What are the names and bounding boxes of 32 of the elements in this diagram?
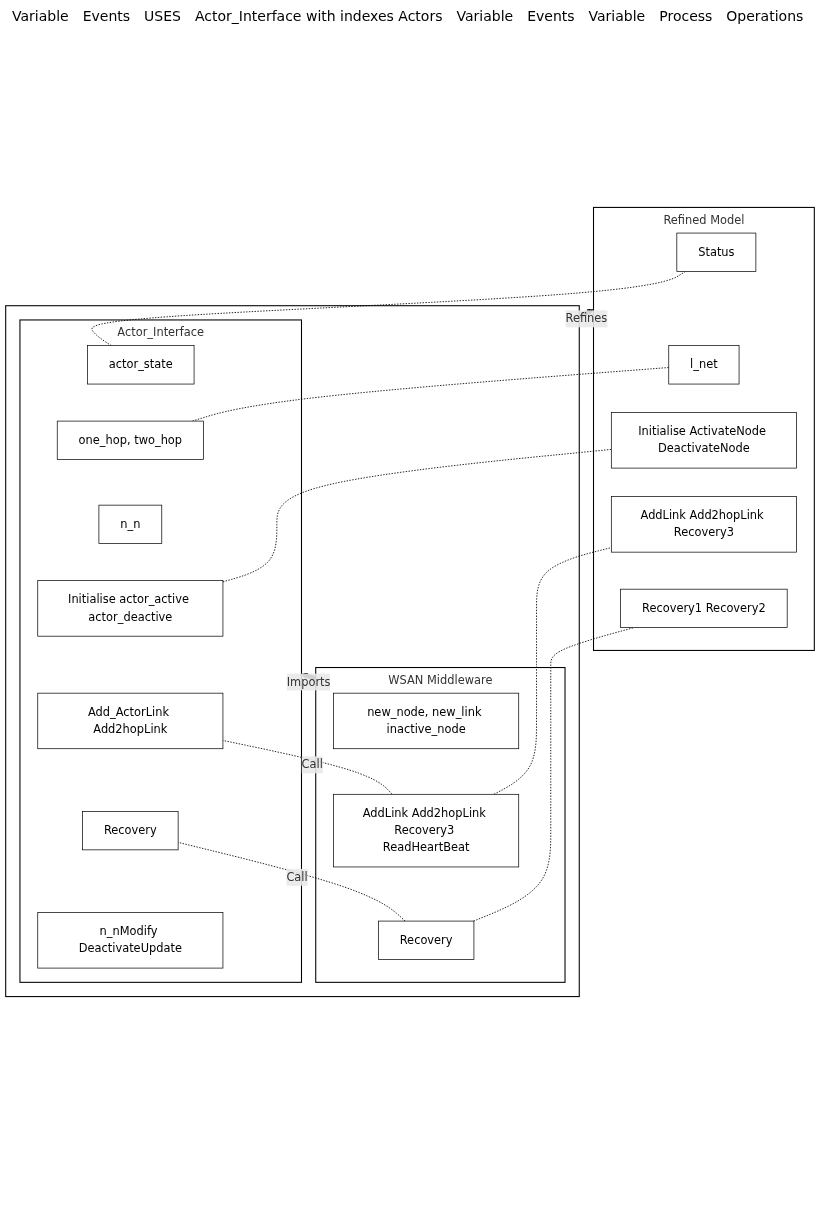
- section-heading: Variable: [12, 8, 69, 24]
- section-heading: Events: [82, 8, 131, 24]
- connector: [222, 739, 393, 795]
- node-box: l_net: [668, 345, 740, 385]
- section-heading: Process: [659, 8, 713, 24]
- node-box: new_node, new_link inactive_node: [333, 692, 520, 750]
- section-heading: USES: [144, 8, 181, 24]
- node-box: AddLink Add2hopLink Recovery3 ReadHeartBeat: [333, 793, 520, 868]
- section-heading: Events: [527, 8, 575, 24]
- edge-label: Refines: [565, 311, 608, 326]
- node-box: Recovery1 Recovery2: [620, 588, 788, 628]
- node-box: one_hop, two_hop: [56, 420, 204, 460]
- node-box: n_n: [98, 504, 163, 544]
- node-box: actor_state: [87, 345, 195, 385]
- section-heading: Actor_Interface with indexes Actors: [194, 8, 443, 24]
- node-box: n_nModify DeactivateUpdate: [37, 912, 224, 969]
- section-heading: Operations: [726, 8, 804, 24]
- node-box: Initialise actor_active actor_deactive: [37, 580, 224, 637]
- section-heading: Variable: [588, 8, 646, 24]
- node-box: AddLink Add2hopLink Recovery3: [610, 496, 797, 553]
- node-box: Add_ActorLink Add2hopLink: [37, 692, 224, 750]
- node-box: Initialise ActivateNode DeactivateNode: [610, 412, 797, 469]
- node-box: Recovery: [378, 920, 475, 960]
- connector: [91, 271, 686, 347]
- edge-label: Imports: [286, 674, 331, 689]
- connector: [493, 547, 612, 795]
- edge-label: Call: [301, 757, 323, 772]
- node-box: Recovery: [82, 811, 179, 851]
- node-box: Status: [676, 232, 757, 272]
- connector: [222, 449, 612, 583]
- edge-label: Call: [286, 870, 308, 884]
- section-heading: Variable: [456, 8, 514, 24]
